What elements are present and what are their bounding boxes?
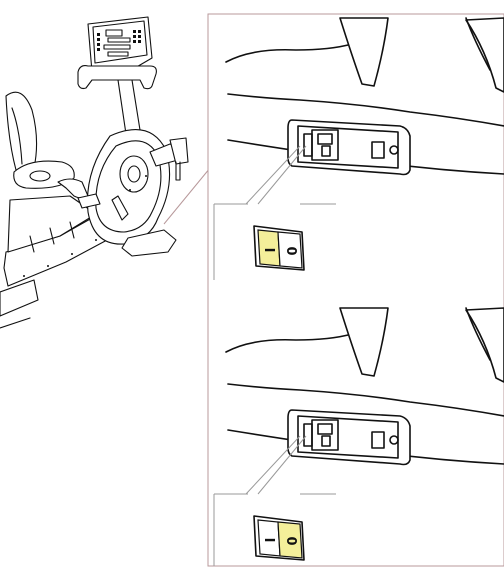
console-mast	[118, 80, 140, 134]
console-display	[88, 17, 152, 72]
rocker-switch-detail: I 0	[254, 226, 304, 270]
rear-stabilizer	[0, 280, 38, 316]
rocker-switch-detail: I 0	[254, 516, 304, 560]
console-handlebar	[78, 66, 156, 89]
side-handle	[58, 179, 88, 198]
off-symbol: 0	[283, 536, 298, 545]
on-symbol: I	[261, 538, 276, 543]
flywheel-shroud	[87, 130, 169, 245]
callout-pointer	[164, 168, 210, 224]
off-symbol: 0	[283, 246, 298, 255]
on-symbol: I	[261, 248, 276, 253]
recumbent-bike-illustration	[0, 17, 188, 328]
